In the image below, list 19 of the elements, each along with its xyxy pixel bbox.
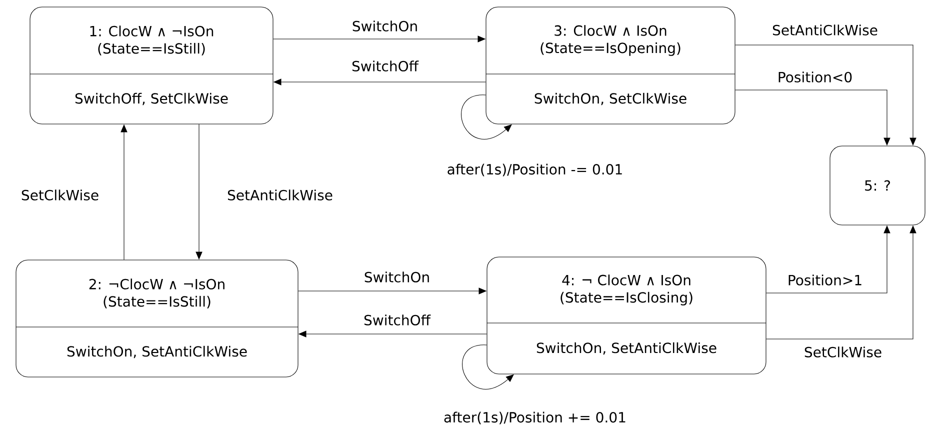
edge-label: Position<0 (776, 70, 854, 84)
state-box: 1: ClocW ∧ ¬IsOn (State==IsStill) SwitchOff, SetClkWise (30, 6, 274, 124)
edge-label: SwitchOff (362, 313, 432, 327)
edge-label: SetAntiClkWise (226, 188, 334, 202)
state-box: 3: ClocW ∧ IsOn (State==IsOpening) SwitchOn, SetClkWise (486, 6, 736, 124)
edge-label: after(1s)/Position += 0.01 (442, 410, 628, 426)
arrow (461, 94, 512, 140)
state-box: 2: ¬ClocW ∧ ¬IsOn (State==IsStill) SwitchOn, SetAntiClkWise (16, 260, 298, 378)
edge-label: SetClkWise (802, 345, 884, 359)
edge-label: SwitchOn (350, 19, 420, 33)
state-box: 5: ? (830, 146, 926, 226)
edge-label: SwitchOff (350, 59, 420, 73)
state-box: 4: ¬ ClocW ∧ IsOn (State==IsClosing) SwitchOn, SetAntiClkWise (486, 256, 766, 374)
edge-label: SetClkWise (20, 188, 100, 202)
arrow (462, 344, 514, 390)
edge-label: SetAntiClkWise (770, 23, 880, 37)
edge-label: SwitchOn (362, 270, 432, 284)
edge-label: Position>1 (786, 273, 864, 287)
edge-label: after(1s)/Position -= 0.01 (446, 162, 624, 178)
